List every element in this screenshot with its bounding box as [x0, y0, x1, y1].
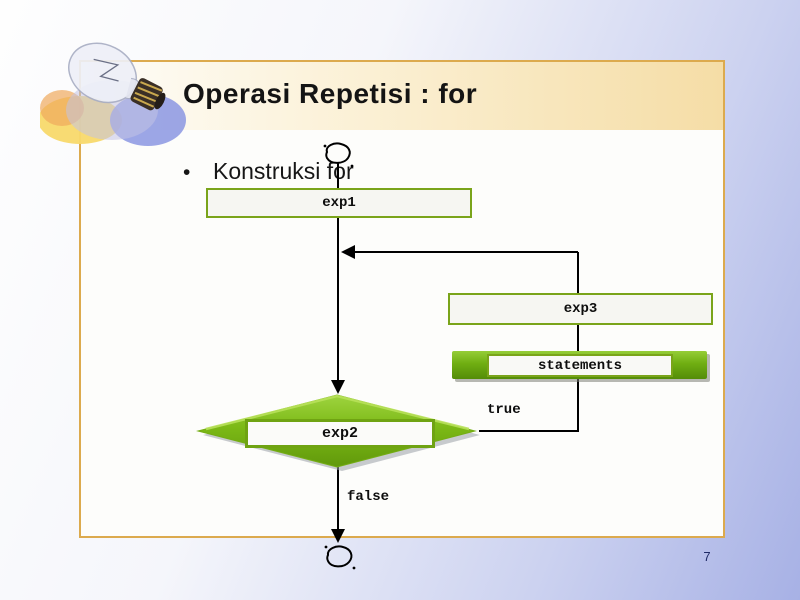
start-scribble-dot2 — [350, 164, 354, 168]
flowchart-node-exp2: exp2 — [245, 419, 435, 448]
arrowhead-left-feedback — [341, 245, 355, 259]
flowchart-node-exp3: exp3 — [448, 293, 713, 325]
label-true: true — [487, 402, 521, 418]
end-scribble-dot2 — [352, 566, 356, 570]
page-number: 7 — [703, 549, 711, 564]
label-false: false — [347, 489, 390, 505]
slide-title: Operasi Repetisi : for — [183, 78, 478, 109]
arrowhead-down-to-end — [331, 529, 345, 543]
end-terminal-scribble — [326, 545, 353, 568]
start-scribble-dot1 — [323, 144, 327, 148]
exp2-label: exp2 — [321, 425, 358, 442]
diamond-highlight-edge — [205, 394, 470, 431]
exp1-label: exp1 — [322, 195, 356, 211]
start-terminal-scribble — [325, 142, 351, 164]
exp3-label: exp3 — [563, 301, 598, 317]
light-bulb-image — [38, 34, 188, 154]
flowchart-node-statements: statements — [487, 354, 673, 377]
bullet-icon: • — [183, 161, 191, 184]
light-bulb-graphic — [38, 42, 186, 146]
end-scribble-dot1 — [324, 545, 328, 549]
statements-label: statements — [537, 357, 622, 374]
arrowhead-down-to-diamond — [331, 380, 345, 394]
flowchart-node-exp1: exp1 — [206, 188, 472, 218]
title-band — [81, 62, 723, 130]
